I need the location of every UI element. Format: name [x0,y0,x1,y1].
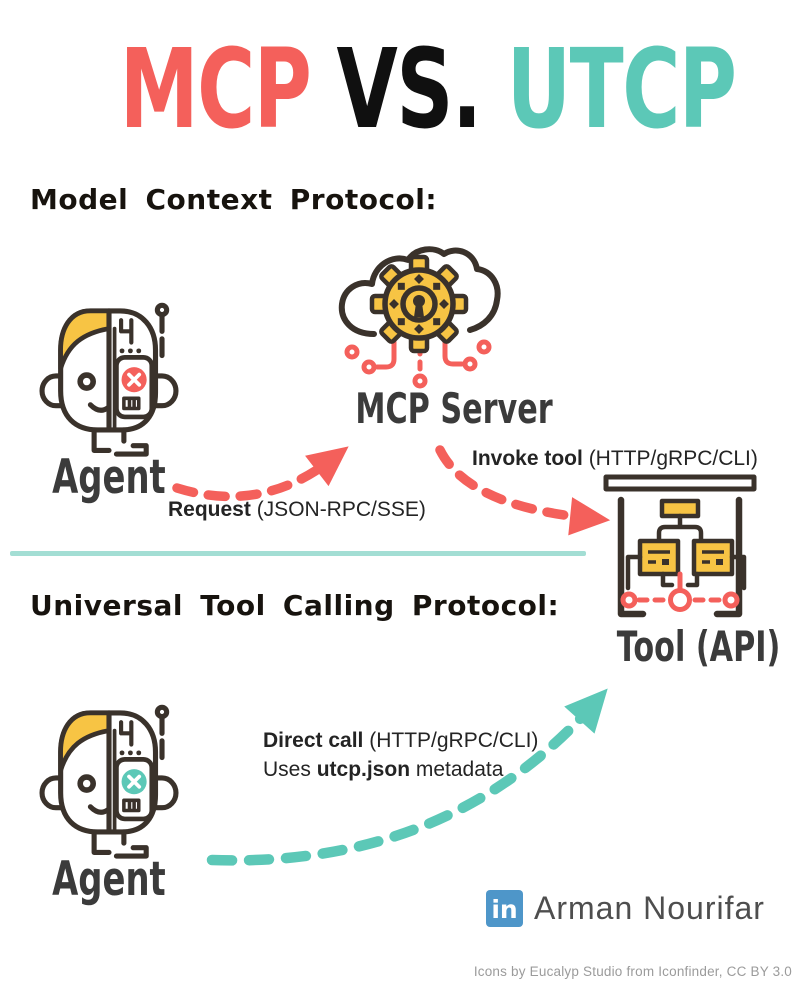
invoke-annotation-rest: (HTTP/gRPC/CLI) [582,447,758,470]
flowchart-icon [603,474,757,618]
agent-icon-mcp [30,296,188,482]
direct-call-arrow [206,688,608,866]
attribution: in Arman Nourifar [486,890,765,927]
metadata-pre: Uses [263,758,317,781]
mcp-section-heading: Model Context Protocol: [30,183,438,216]
tool-api-label: Tool (API) [616,622,781,671]
invoke-arrow [435,445,611,536]
page-title-text: MCP VS. UTCP [120,34,737,144]
title-mcp: MCP [119,25,312,153]
page-title: MCP VS. UTCP [0,34,800,144]
invoke-annotation: Invoke tool (HTTP/gRPC/CLI) [472,447,758,471]
section-divider-line [10,551,586,556]
metadata-line: Uses utcp.json metadata [263,755,538,784]
agent-icon-utcp [30,698,188,884]
mcp-server-label: MCP Server [355,384,553,433]
metadata-bold: utcp.json [316,758,411,781]
agent-robot-head-icon [39,704,179,859]
request-annotation: Request (JSON-RPC/SSE) [168,498,426,522]
direct-call-bold: Direct call [263,729,364,752]
agent-label-mcp: Agent [52,450,166,505]
utcp-section-heading: Universal Tool Calling Protocol: [30,589,560,622]
tool-api-icon [603,474,757,626]
metadata-rest: metadata [410,758,504,781]
agent-label-utcp: Agent [52,852,166,907]
icon-credit-text: Icons by Eucalyp Studio from Iconfinder,… [473,964,792,979]
linkedin-icon: in [486,890,523,927]
direct-call-annotation: Direct call (HTTP/gRPC/CLI) Uses utcp.js… [263,726,538,784]
mcp-server-icon [332,244,507,429]
title-utcp: UTCP [506,25,737,153]
direct-call-line: Direct call (HTTP/gRPC/CLI) [263,726,538,755]
invoke-annotation-bold: Invoke tool [472,447,583,470]
author-name: Arman Nourifar [534,890,765,926]
direct-call-rest: (HTTP/gRPC/CLI) [363,729,539,752]
cloud-gear-icon [338,246,501,389]
title-vs: VS. [310,25,507,153]
linkedin-glyph: in [491,895,518,924]
request-annotation-rest: (JSON-RPC/SSE) [250,498,426,521]
request-arrow [172,446,349,502]
request-annotation-bold: Request [168,498,251,521]
agent-robot-head-icon [39,302,179,457]
